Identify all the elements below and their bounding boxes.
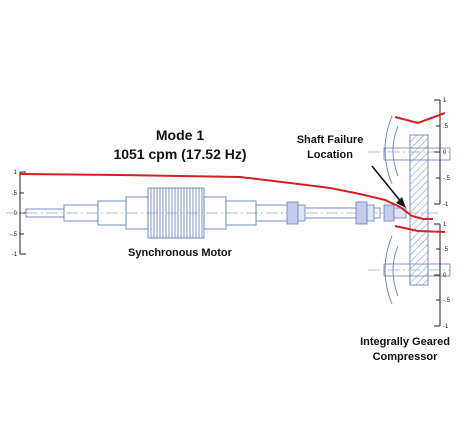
- right-lower-tick-label: 0: [443, 273, 447, 279]
- compressor-label-line2: Compressor: [372, 351, 438, 363]
- right-upper-tick-label: .5: [443, 124, 449, 130]
- left-tick-label: .5: [12, 191, 18, 197]
- left-tick-label: 0: [14, 211, 18, 217]
- mode-shape-lower-pinion: [394, 225, 446, 233]
- right-upper-tick-labels: 1 .5 0 -.5 -1: [443, 98, 451, 208]
- mode-shape-main: [19, 173, 433, 220]
- right-lower-axis: [434, 223, 441, 327]
- right-lower-tick-label: .5: [443, 247, 449, 253]
- mode-shape-upper-pinion: [394, 112, 446, 125]
- failure-label-line1: Shaft Failure: [296, 134, 364, 146]
- coupling-blocks: [286, 201, 407, 225]
- left-tick-label: -1: [12, 252, 18, 258]
- right-lower-tick-label: -.5: [443, 298, 451, 304]
- compressor-label-line1: Integrally Geared: [360, 336, 450, 348]
- right-upper-tick-label: 1: [443, 98, 447, 104]
- left-axis-tick-labels: 1 .5 0 -.5 -1: [10, 170, 18, 258]
- compressor-gearbox: [368, 115, 451, 305]
- failure-label-line2: Location: [307, 149, 353, 161]
- upper-impeller: [384, 115, 399, 185]
- mode-title: Mode 1: [155, 127, 205, 143]
- right-lower-tick-label: -1: [443, 324, 449, 330]
- right-lower-tick-labels: 1 .5 0 -.5 -1: [443, 222, 451, 330]
- motor-rotor-core: [147, 187, 205, 239]
- right-upper-tick-label: -1: [443, 202, 449, 208]
- motor-label: Synchronous Motor: [128, 247, 232, 259]
- failure-arrow-icon: [371, 165, 406, 208]
- left-tick-label: -.5: [10, 232, 18, 238]
- right-lower-tick-label: 1: [443, 222, 447, 228]
- left-tick-label: 1: [14, 170, 18, 176]
- right-upper-axis: [434, 99, 441, 205]
- bull-gear: [409, 134, 429, 286]
- pinion-shaft-upper: [383, 147, 451, 161]
- right-upper-tick-label: -.5: [443, 176, 451, 182]
- mode-frequency: 1051 cpm (17.52 Hz): [113, 146, 247, 162]
- right-upper-tick-label: 0: [443, 150, 447, 156]
- lower-impeller: [384, 235, 399, 305]
